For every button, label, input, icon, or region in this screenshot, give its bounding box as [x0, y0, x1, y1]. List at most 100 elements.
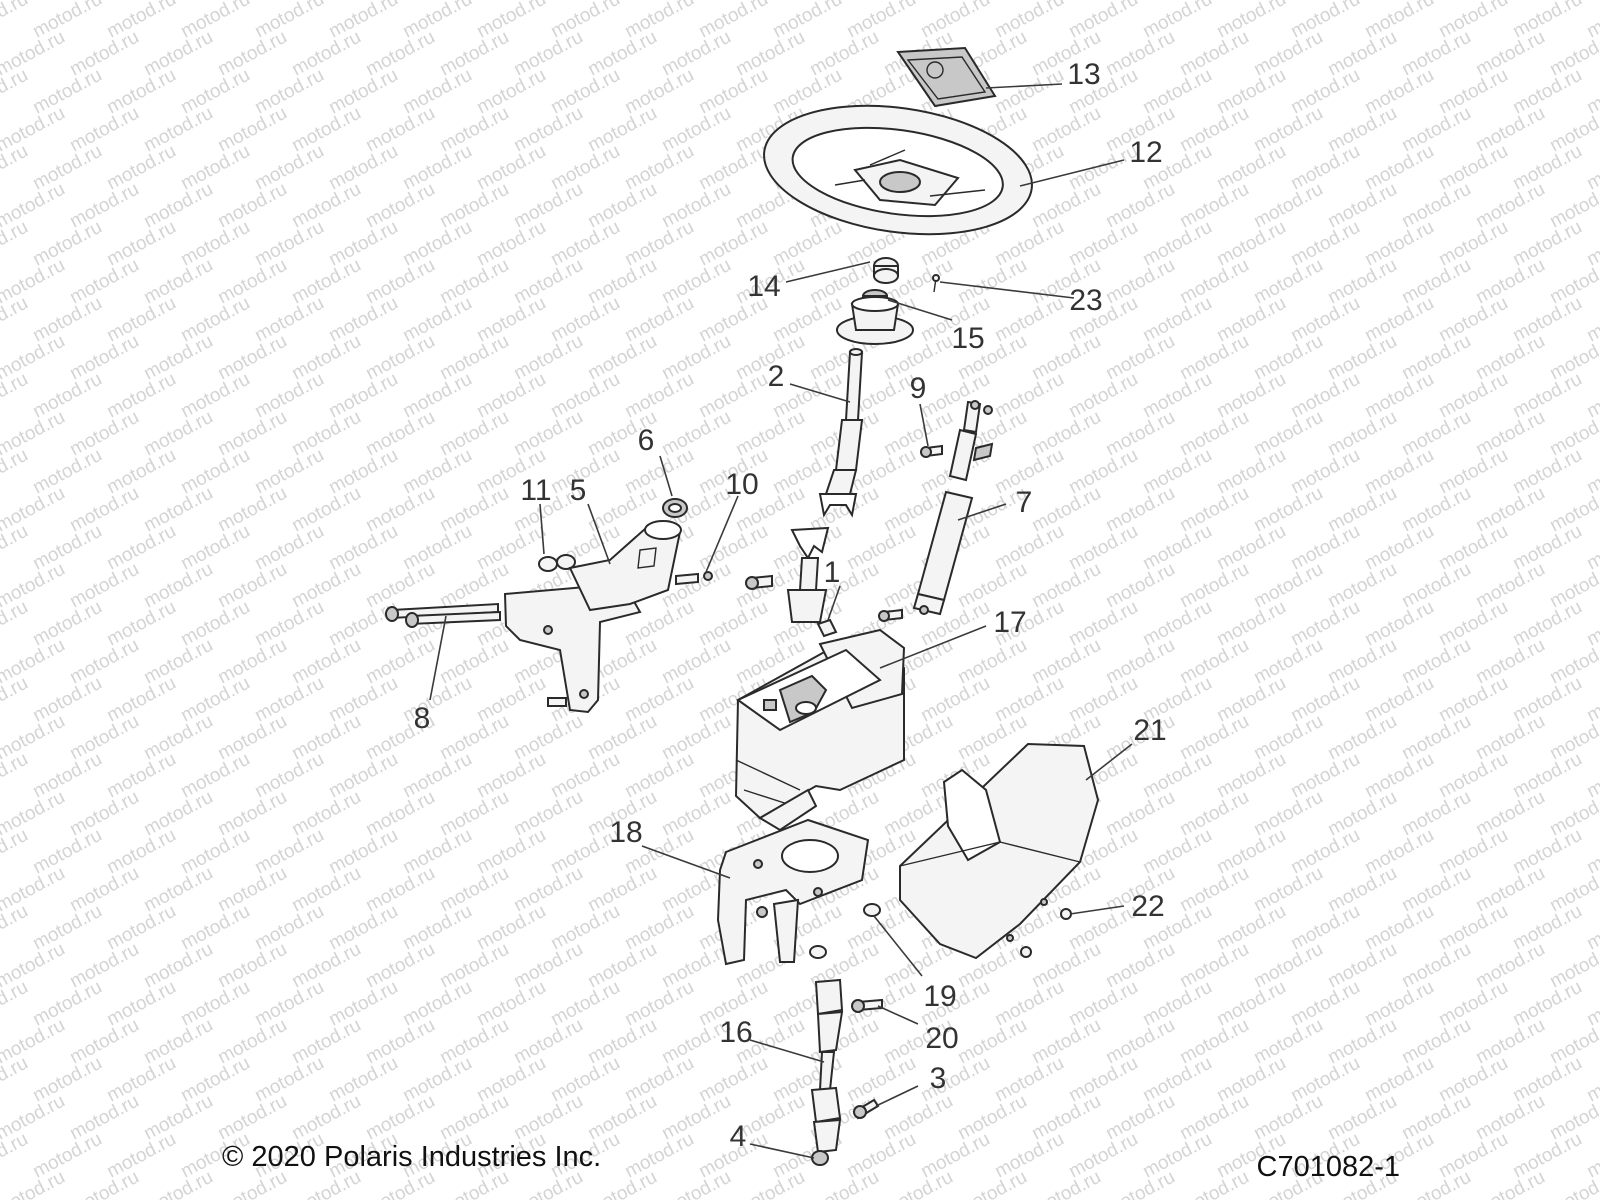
callout-5: 5: [570, 474, 587, 507]
watermark-text: motod.ru: [1472, 27, 1548, 81]
watermark-text: motod.ru: [1361, 293, 1437, 347]
watermark-text: motod.ru: [843, 1053, 919, 1107]
watermark-text: motod.ru: [954, 559, 1030, 613]
watermark-text: motod.ru: [0, 673, 32, 727]
watermark-text: motod.ru: [214, 711, 290, 765]
watermark-text: motod.ru: [584, 863, 660, 917]
watermark-text: motod.ru: [658, 103, 734, 157]
watermark-text: motod.ru: [621, 293, 697, 347]
watermark-text: motod.ru: [1398, 483, 1474, 537]
watermark-text: motod.ru: [0, 521, 32, 575]
watermark-text: motod.ru: [473, 749, 549, 803]
part-12-steering-wheel: [763, 104, 1033, 236]
watermark-text: motod.ru: [1361, 749, 1437, 803]
watermark-text: motod.ru: [991, 1129, 1067, 1183]
watermark-text: motod.ru: [0, 749, 32, 803]
watermark-text: motod.ru: [843, 521, 919, 575]
watermark-text: motod.ru: [621, 1129, 697, 1183]
watermark-text: motod.ru: [991, 1053, 1067, 1107]
watermark-text: motod.ru: [917, 673, 993, 727]
callout-22: 22: [1131, 890, 1164, 923]
watermark-text: motod.ru: [1472, 1091, 1548, 1145]
watermark-text: motod.ru: [103, 749, 179, 803]
watermark-text: motod.ru: [0, 1053, 32, 1107]
watermark-text: motod.ru: [1028, 407, 1104, 461]
watermark-text: motod.ru: [1361, 673, 1437, 727]
watermark-text: motod.ru: [140, 179, 216, 233]
watermark-text: motod.ru: [473, 901, 549, 955]
drawing-id: C701082-1: [1257, 1151, 1401, 1183]
watermark-text: motod.ru: [1250, 407, 1326, 461]
watermark-text: motod.ru: [1065, 217, 1141, 271]
watermark-text: motod.ru: [1176, 559, 1252, 613]
part-11-nut: [538, 554, 576, 572]
watermark-text: motod.ru: [473, 65, 549, 119]
watermark-text: motod.ru: [177, 825, 253, 879]
callout-14: 14: [747, 270, 780, 303]
watermark-text: motod.ru: [1435, 141, 1511, 195]
watermark-text: motod.ru: [399, 65, 475, 119]
watermark-text: motod.ru: [140, 331, 216, 385]
watermark-text: motod.ru: [1065, 1053, 1141, 1107]
watermark-text: motod.ru: [214, 559, 290, 613]
watermark-text: motod.ru: [362, 255, 438, 309]
watermark-text: motod.ru: [362, 179, 438, 233]
watermark-text: motod.ru: [1065, 673, 1141, 727]
watermark-text: motod.ru: [1435, 1053, 1511, 1107]
watermark-text: motod.ru: [103, 1129, 179, 1183]
watermark-text: motod.ru: [325, 749, 401, 803]
watermark-text: motod.ru: [510, 711, 586, 765]
watermark-text: motod.ru: [66, 407, 142, 461]
watermark-text: motod.ru: [1250, 255, 1326, 309]
watermark-text: motod.ru: [1324, 103, 1400, 157]
watermark-text: motod.ru: [1250, 711, 1326, 765]
watermark-text: motod.ru: [288, 103, 364, 157]
watermark-text: motod.ru: [1287, 749, 1363, 803]
watermark-text: motod.ru: [1509, 597, 1585, 651]
watermark-text: motod.ru: [1213, 597, 1289, 651]
watermark-text: motod.ru: [1287, 673, 1363, 727]
watermark-text: motod.ru: [510, 179, 586, 233]
watermark-text: motod.ru: [1287, 901, 1363, 955]
watermark-text: motod.ru: [1509, 749, 1585, 803]
watermark-text: motod.ru: [362, 27, 438, 81]
watermark-text: motod.ru: [1324, 559, 1400, 613]
watermark-text: motod.ru: [251, 141, 327, 195]
watermark-text: motod.ru: [325, 141, 401, 195]
watermark-text: motod.ru: [1324, 27, 1400, 81]
watermark-text: motod.ru: [140, 559, 216, 613]
watermark-text: motod.ru: [1250, 331, 1326, 385]
watermark-text: motod.ru: [1028, 179, 1104, 233]
watermark-text: motod.ru: [214, 27, 290, 81]
watermark-text: motod.ru: [325, 369, 401, 423]
watermark-text: motod.ru: [1176, 1091, 1252, 1145]
watermark-text: motod.ru: [1213, 293, 1289, 347]
watermark-text: motod.ru: [1250, 1091, 1326, 1145]
watermark-text: motod.ru: [436, 939, 512, 993]
watermark-text: motod.ru: [29, 141, 105, 195]
watermark-text: motod.ru: [1102, 1091, 1178, 1145]
watermark-text: motod.ru: [1509, 977, 1585, 1031]
watermark-text: motod.ru: [1324, 1015, 1400, 1069]
watermark-text: motod.ru: [177, 673, 253, 727]
watermark-text: motod.ru: [1176, 407, 1252, 461]
callout-10: 10: [725, 468, 758, 501]
callout-20: 20: [925, 1022, 958, 1055]
watermark-text: motod.ru: [1509, 369, 1585, 423]
watermark-text: motod.ru: [473, 293, 549, 347]
watermark-text: motod.ru: [1509, 141, 1585, 195]
watermark-text: motod.ru: [66, 255, 142, 309]
watermark-text: motod.ru: [1287, 293, 1363, 347]
watermark-text: motod.ru: [103, 673, 179, 727]
watermark-text: motod.ru: [732, 407, 808, 461]
watermark-text: motod.ru: [1213, 977, 1289, 1031]
watermark-text: motod.ru: [0, 217, 32, 271]
watermark-text: motod.ru: [806, 1167, 882, 1200]
watermark-text: motod.ru: [1213, 1053, 1289, 1107]
watermark-text: motod.ru: [1139, 977, 1215, 1031]
watermark-text: motod.ru: [103, 1053, 179, 1107]
watermark-text: motod.ru: [621, 141, 697, 195]
callout-8: 8: [414, 702, 431, 735]
watermark-text: motod.ru: [251, 825, 327, 879]
watermark-text: motod.ru: [658, 1091, 734, 1145]
